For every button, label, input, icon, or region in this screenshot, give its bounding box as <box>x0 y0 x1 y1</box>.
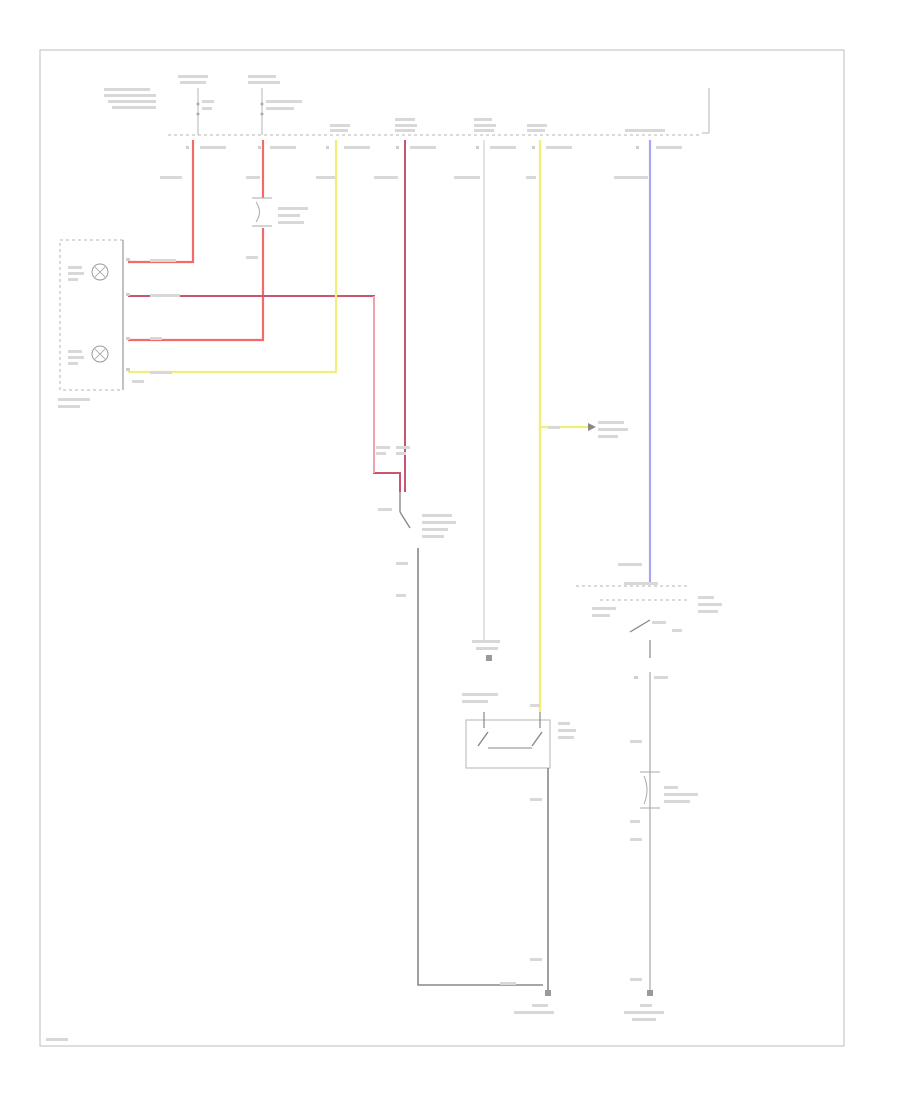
gray-wire-ground-left <box>417 548 543 986</box>
ground-icon <box>624 990 664 1021</box>
switch-icon <box>477 731 489 747</box>
right-switch-component <box>576 582 722 658</box>
switch-icon <box>399 511 411 529</box>
arrow-icon <box>588 423 596 431</box>
connector-icon <box>630 771 698 981</box>
seat-belt-buckle-switch <box>376 446 456 597</box>
switch-icon <box>531 731 543 747</box>
switch-icon <box>629 619 651 633</box>
seat-belt-light-icon <box>91 263 109 281</box>
connector-icon <box>246 197 308 259</box>
bus-wire-labels <box>160 146 682 179</box>
fuse-markers <box>196 88 264 135</box>
brake-light-icon <box>91 345 109 363</box>
ground-icon <box>514 990 554 1014</box>
belt-switch-block <box>462 640 576 769</box>
red-wire-1 <box>128 140 195 264</box>
red-wire-2-bottom <box>128 228 265 342</box>
instrument-cluster <box>58 239 180 408</box>
diagram-code <box>46 1038 68 1041</box>
diagram-frame <box>39 49 845 1047</box>
top-label-blocks <box>104 75 665 132</box>
yellow-wire-1 <box>128 140 338 374</box>
